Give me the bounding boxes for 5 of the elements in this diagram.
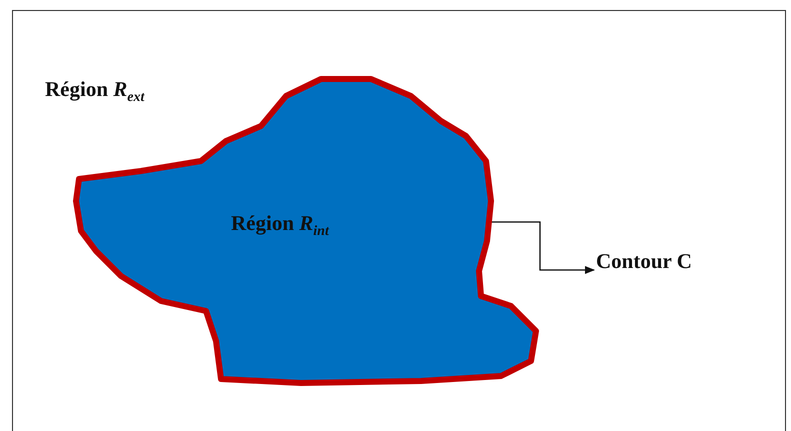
region-label: Région R$_{int}$ bbox=[231, 211, 329, 240]
contour-label: Contour C bbox=[596, 249, 692, 274]
leader-line bbox=[491, 221, 595, 274]
region-label: Région R$_{ext}$ bbox=[45, 77, 144, 106]
region-frame bbox=[12, 10, 786, 431]
